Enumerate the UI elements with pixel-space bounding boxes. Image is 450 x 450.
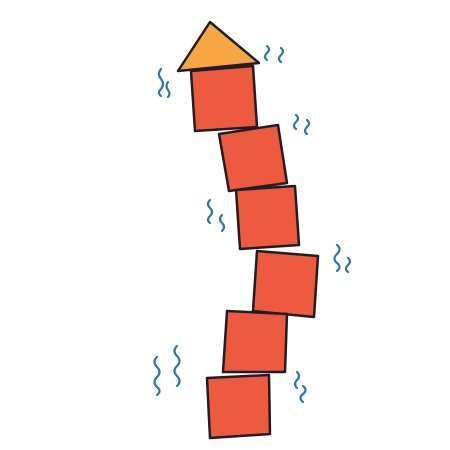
- tower-block-3: [234, 184, 301, 251]
- wobble-lines-bottom-right: [293, 370, 307, 404]
- wobble-lines-bottom-left: [153, 344, 181, 397]
- wobble-lines-mid-left: [206, 198, 226, 233]
- tower-block-4: [251, 249, 320, 319]
- wobble-lines-top-right: [263, 44, 285, 64]
- tower-block-1: [189, 64, 259, 133]
- wobble-lines-lower-right: [333, 243, 352, 274]
- wobble-lines-icon: [153, 44, 352, 404]
- wobble-lines-top-left: [157, 67, 171, 99]
- tower-block-5: [221, 309, 289, 374]
- wobble-lines-mid-right: [292, 113, 311, 136]
- tower-block-6: [205, 373, 272, 440]
- triangle-roof-icon: [176, 20, 261, 73]
- tower-block-2: [217, 123, 289, 193]
